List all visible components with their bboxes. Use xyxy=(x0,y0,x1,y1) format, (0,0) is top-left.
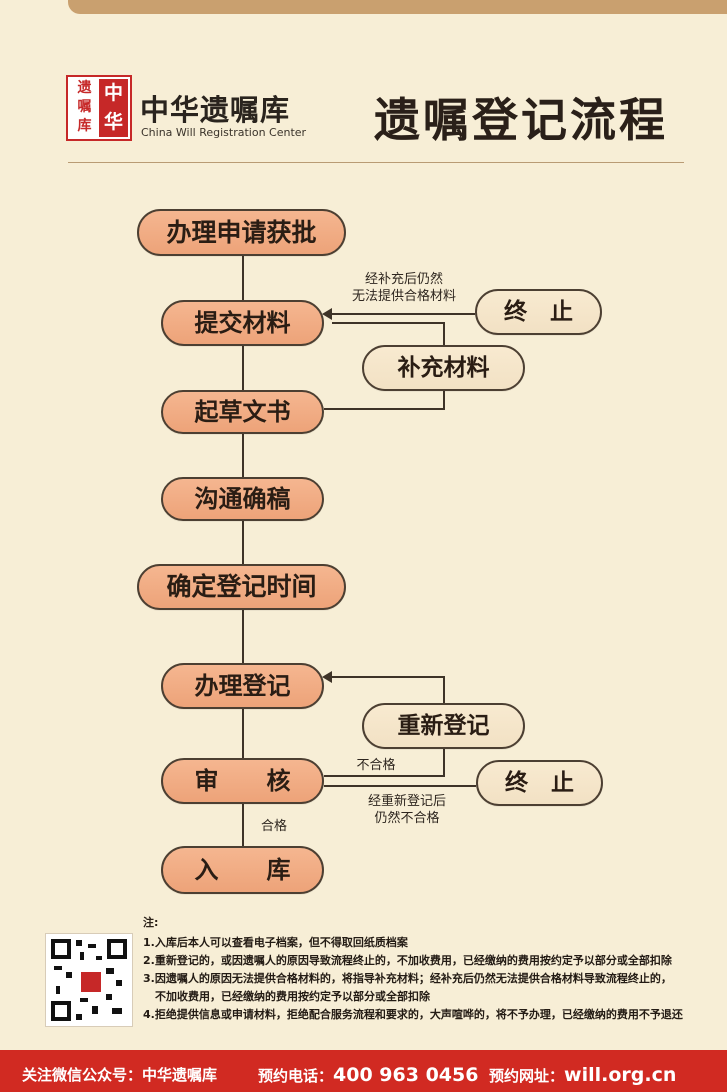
connector-main-7 xyxy=(242,804,244,846)
qr-module xyxy=(80,998,88,1002)
connector-main-1 xyxy=(242,256,244,300)
footer-web: 预约网址：will.org.cn xyxy=(489,1064,676,1086)
label-fail: 不合格 xyxy=(356,758,396,773)
footer-wechat-label: 关注微信公众号： xyxy=(22,1066,143,1084)
connector-main-6 xyxy=(242,709,244,758)
step-draft-document: 起草文书 xyxy=(161,390,324,434)
qr-logo xyxy=(79,970,103,994)
qr-module xyxy=(56,986,60,994)
arrow-to-submit xyxy=(322,308,332,320)
qr-module xyxy=(66,972,72,978)
brand-english-name: China Will Registration Center xyxy=(141,126,307,139)
connector-main-5 xyxy=(242,610,244,663)
label-line: 经重新登记后 xyxy=(367,794,446,809)
supplement-materials-node: 补充材料 xyxy=(362,345,525,391)
label-line: 仍然不合格 xyxy=(374,811,440,826)
logo-seal: 遗 嘱 库 中 华 xyxy=(66,75,132,141)
label-reregister-fail: 经重新登记后 仍然不合格 xyxy=(352,793,462,827)
qr-code xyxy=(45,933,133,1027)
connector-supplement-top-h xyxy=(332,322,445,324)
connector-main-3 xyxy=(242,434,244,477)
qr-module xyxy=(76,940,82,946)
label-line: 经补充后仍然 xyxy=(364,272,443,287)
notes-heading: 注: xyxy=(143,916,159,929)
footer-web-value[interactable]: will.org.cn xyxy=(564,1064,677,1086)
connector-main-4 xyxy=(242,521,244,564)
label-supplement-fail: 经补充后仍然 无法提供合格材料 xyxy=(336,271,472,305)
top-decor-bar xyxy=(68,0,727,14)
qr-module xyxy=(88,944,96,948)
seal-left-text: 遗 嘱 库 xyxy=(70,79,99,137)
connector-terminate1-h xyxy=(332,313,475,315)
terminate-node-1: 终 止 xyxy=(475,289,602,335)
footer-wechat: 关注微信公众号：中华遗嘱库 xyxy=(22,1064,217,1085)
qr-module xyxy=(112,1008,122,1014)
note-item: 4.拒绝提供信息或申请材料，拒绝配合服务流程和要求的，大声喧哗的，将不予办理，已… xyxy=(143,1008,683,1021)
qr-finder xyxy=(107,939,127,959)
connector-draft-to-supplement-h xyxy=(324,408,445,410)
arrow-to-register xyxy=(322,671,332,683)
qr-module xyxy=(76,1014,82,1020)
qr-module xyxy=(106,994,112,1000)
footer-bar: 关注微信公众号：中华遗嘱库 预约电话：400 963 0456 预约网址：wil… xyxy=(0,1050,727,1092)
connector-main-2 xyxy=(242,346,244,390)
seal-char: 中 xyxy=(103,82,123,104)
step-confirm-draft: 沟通确稿 xyxy=(161,477,324,521)
qr-module xyxy=(80,952,84,960)
note-item: 不加收费用，已经缴纳的费用按约定予以部分或全部扣除 xyxy=(155,990,430,1003)
footer-phone-value[interactable]: 400 963 0456 xyxy=(333,1064,479,1086)
step-review: 审 核 xyxy=(161,758,324,804)
notes: 注: 1.入库后本人可以查看电子档案，但不得取回纸质档案 2.重新登记的，或因遗… xyxy=(143,914,723,1024)
brand-name: 中华遗嘱库 xyxy=(140,93,291,127)
footer-phone: 预约电话：400 963 0456 xyxy=(258,1064,478,1086)
footer-phone-label: 预约电话： xyxy=(258,1067,334,1085)
qr-module xyxy=(106,968,114,974)
seal-char: 遗 xyxy=(77,80,92,96)
step-submit-materials: 提交材料 xyxy=(161,300,324,346)
seal-char: 嘱 xyxy=(77,99,92,115)
qr-finder xyxy=(51,1001,71,1021)
re-register-node: 重新登记 xyxy=(362,703,525,749)
connector-rereg-top-h xyxy=(332,676,445,678)
qr-module xyxy=(116,980,122,986)
step-register: 办理登记 xyxy=(161,663,324,709)
label-line: 无法提供合格材料 xyxy=(351,289,456,304)
seal-right-text: 中 华 xyxy=(99,79,128,137)
footer-web-label: 预约网址： xyxy=(489,1067,565,1085)
note-item: 3.因遗嘱人的原因无法提供合格材料的，将指导补充材料；经补充后仍然无法提供合格材… xyxy=(143,972,672,985)
connector-review-to-rereg-h xyxy=(324,775,445,777)
terminate-node-2: 终 止 xyxy=(476,760,603,806)
footer-wechat-value: 中华遗嘱库 xyxy=(142,1066,218,1084)
step-schedule-registration: 确定登记时间 xyxy=(137,564,346,610)
step-apply-approved: 办理申请获批 xyxy=(137,209,346,256)
note-item: 2.重新登记的，或因遗嘱人的原因导致流程终止的，不加收费用，已经缴纳的费用按约定… xyxy=(143,954,672,967)
qr-module xyxy=(96,956,102,960)
page-title: 遗嘱登记流程 xyxy=(374,93,668,147)
header-divider xyxy=(68,162,684,163)
note-item: 1.入库后本人可以查看电子档案，但不得取回纸质档案 xyxy=(143,936,408,949)
step-archive: 入 库 xyxy=(161,846,324,894)
seal-char: 华 xyxy=(103,111,123,133)
seal-char: 库 xyxy=(77,118,92,134)
qr-module xyxy=(92,1006,98,1014)
connector-review-to-terminate2-h xyxy=(324,785,476,787)
label-pass: 合格 xyxy=(260,819,287,834)
qr-module xyxy=(54,966,62,970)
qr-finder xyxy=(51,939,71,959)
header: 遗 嘱 库 中 华 中华遗嘱库 China Will Registration … xyxy=(0,0,727,170)
